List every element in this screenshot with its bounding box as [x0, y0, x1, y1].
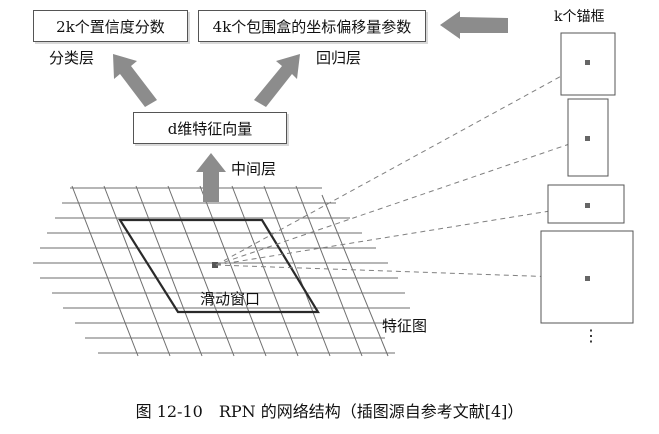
- classification-layer-label: 分类层: [49, 49, 95, 67]
- regression-layer-label: 回归层: [316, 49, 362, 67]
- figure-caption: 图 12-10 RPN 的网络结构（插图源自参考文献[4]）: [135, 402, 524, 421]
- anchor-box-3: [547, 184, 625, 224]
- classification-output-text: 2k个置信度分数: [56, 17, 165, 36]
- middle-layer-label: 中间层: [231, 160, 277, 178]
- anchor-connection-lines: [215, 61, 588, 279]
- regression-output-box: 4k个包围盒的坐标偏移量参数: [198, 10, 426, 42]
- arrow-up-middle-layer: [196, 153, 226, 202]
- arrow-up-to-regression: [254, 54, 300, 107]
- anchor-center-points: [585, 60, 590, 281]
- feature-vector-text: d维特征向量: [167, 119, 253, 138]
- regression-output-text: 4k个包围盒的坐标偏移量参数: [212, 17, 412, 36]
- anchors-label: k个锚框: [554, 9, 605, 25]
- feature-map-label: 特征图: [382, 317, 428, 335]
- window-center-point: [212, 262, 218, 268]
- feature-vector-box: d维特征向量: [133, 112, 287, 144]
- arrow-left-from-anchors: [440, 11, 508, 39]
- classification-output-box: 2k个置信度分数: [33, 10, 188, 42]
- feature-map-grid: [33, 185, 410, 357]
- arrow-up-to-classification: [113, 54, 157, 107]
- anchors-ellipsis: ⋮: [583, 326, 599, 345]
- sliding-window-label: 滑动窗口: [200, 290, 261, 308]
- sliding-window-frame: [118, 218, 320, 314]
- anchor-boxes: [540, 32, 634, 324]
